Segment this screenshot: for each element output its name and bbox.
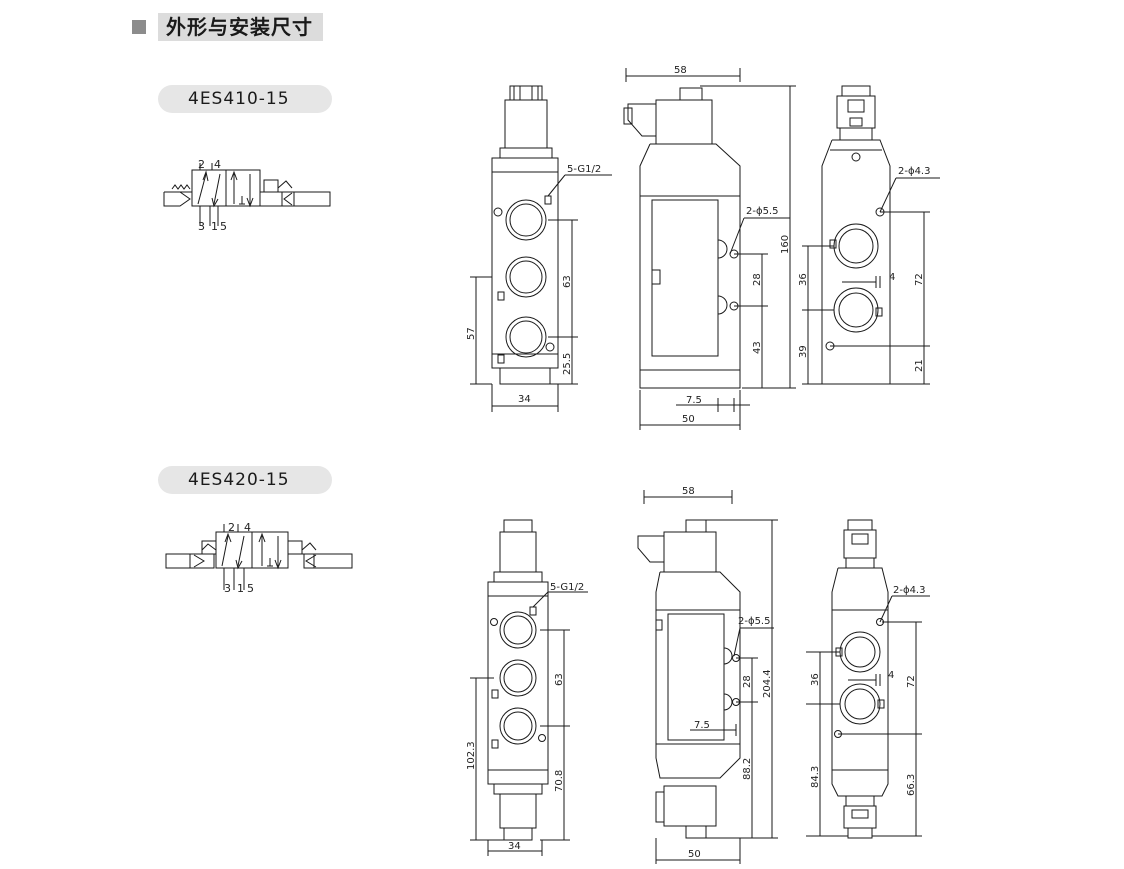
valve-symbol-single: [163, 163, 331, 226]
hole-label: 2-ϕ4.3: [898, 166, 930, 177]
dim-hole-pitch: 28: [752, 273, 763, 286]
dim-offset: 4: [889, 272, 895, 283]
port-spec-label: 5-G1/2: [567, 164, 601, 175]
dim-bottom-width: 50: [688, 849, 701, 860]
dim-hole-low: 66.3: [906, 774, 917, 796]
symbol2-port-labels: 2 4 3 1 5: [224, 521, 254, 595]
dim-bottom: 70.8: [554, 770, 565, 792]
port-spec-label: 5-G1/2: [550, 582, 584, 593]
dim-hole-span: 72: [906, 675, 917, 688]
dim-pitch: 63: [554, 673, 565, 686]
dim-hole-height: 88.2: [742, 758, 753, 780]
front-view-1: [470, 85, 612, 412]
side-view-1-labels: 58 160 2-ϕ5.5 28 43 7.5 50: [674, 65, 791, 425]
port-label: 1: [211, 220, 218, 233]
front-view-2: [470, 519, 588, 856]
port-label: 3: [198, 220, 205, 233]
port-label: 3: [224, 582, 231, 595]
dim-width: 34: [518, 394, 531, 405]
side-view-2: [637, 490, 778, 864]
header-square-icon: [132, 20, 146, 34]
end-view-1: [802, 85, 940, 385]
hole-label: 2-ϕ4.3: [893, 585, 925, 596]
dim-pitch: 63: [562, 275, 573, 288]
front-view-2-labels: 5-G1/2 34 63 102.3 70.8: [466, 582, 584, 852]
dim-offset: 7.5: [686, 395, 702, 406]
dim-bottom-width: 50: [682, 414, 695, 425]
side-view-2-labels: 58 204.4 2-ϕ5.5 28 88.2 7.5 50: [682, 486, 773, 860]
dim-top-width: 58: [682, 486, 695, 497]
dim-hole-height: 43: [752, 341, 763, 354]
section-header: 外形与安装尺寸: [132, 12, 323, 42]
section-title: 外形与安装尺寸: [158, 13, 323, 41]
end-view-2-labels: 2-ϕ4.3 36 84.3 4 72 66.3: [810, 585, 925, 796]
dim-width: 34: [508, 841, 521, 852]
port-label: 2: [228, 521, 235, 534]
dim-port-pitch: 36: [810, 673, 821, 686]
valve-symbol-double: [165, 524, 353, 590]
port-label: 5: [247, 582, 254, 595]
port-label: 5: [220, 220, 227, 233]
port-label: 4: [244, 521, 251, 534]
model-label-1: 4ES410-15: [158, 85, 332, 113]
dim-hole-pitch: 28: [742, 675, 753, 688]
side-view-1: [623, 68, 796, 430]
end-view-1-labels: 2-ϕ4.3 36 39 4 72 21: [798, 166, 930, 372]
dim-port-pitch: 36: [798, 273, 809, 286]
port-label: 4: [214, 158, 221, 171]
dim-lower: 84.3: [810, 766, 821, 788]
dim-hole-low: 21: [914, 359, 925, 372]
dim-offset: 7.5: [694, 720, 710, 731]
dim-bottom: 25.5: [562, 353, 573, 375]
dim-total-height: 204.4: [762, 669, 773, 698]
dim-offset: 4: [888, 670, 894, 681]
symbol1-port-labels: 2 4 3 1 5: [198, 158, 227, 233]
dim-hole-span: 72: [914, 273, 925, 286]
hole-label: 2-ϕ5.5: [738, 616, 770, 627]
hole-label: 2-ϕ5.5: [746, 206, 778, 217]
end-view-2: [806, 519, 930, 839]
dim-total-height: 160: [780, 235, 791, 254]
dim-height: 57: [466, 327, 477, 340]
dim-height: 102.3: [466, 741, 477, 770]
port-label: 2: [198, 158, 205, 171]
dim-top-width: 58: [674, 65, 687, 76]
front-view-1-labels: 5-G1/2 34 63 57 25.5: [466, 164, 601, 405]
model-label-2: 4ES420-15: [158, 466, 332, 494]
dim-lower: 39: [798, 345, 809, 358]
port-label: 1: [237, 582, 244, 595]
